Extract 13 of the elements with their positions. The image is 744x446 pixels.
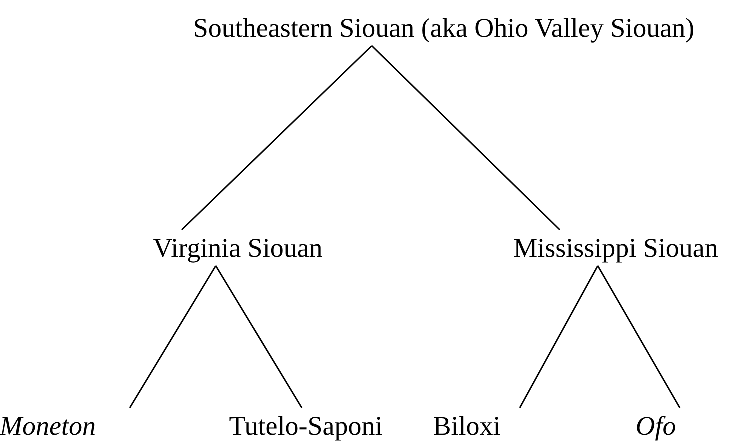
tree-label: Southeastern Siouan (aka Ohio Valley Siouan) — [191, 10, 697, 46]
tree-branch-line — [597, 266, 681, 408]
tree-label: Moneton — [0, 408, 98, 444]
tree-branch-line — [215, 266, 303, 408]
tree-branch-line — [181, 45, 373, 231]
tree-label: Biloxi — [431, 408, 503, 444]
tree-branch-line — [129, 266, 217, 408]
tree-branch-line — [519, 266, 599, 408]
tree-label: Virginia Siouan — [151, 230, 325, 266]
tree-label: Ofo — [634, 408, 678, 444]
tree-branch-line — [371, 45, 561, 231]
tree-label: Tutelo-Saponi — [227, 408, 385, 444]
tree-label: Mississippi Siouan — [512, 230, 720, 266]
